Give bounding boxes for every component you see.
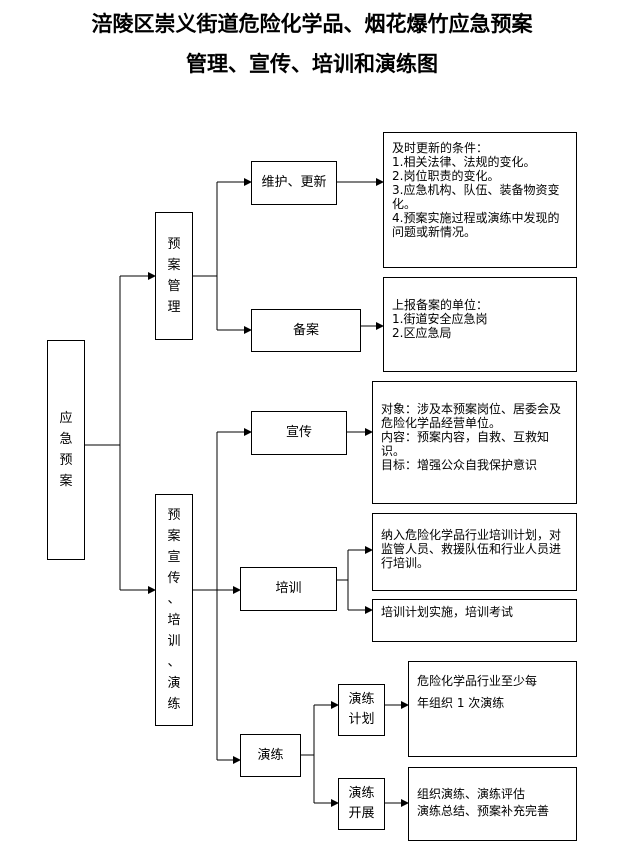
maintain-update-box: 维护、更新 <box>251 161 337 205</box>
publicity-label: 宣传 <box>285 425 312 440</box>
page-title-line2: 管理、宣传、培训和演练图 <box>186 51 438 76</box>
training-note-plan: 纳入危险化学品行业培训计划，对监管人员、救援队伍和行业人员进行培训。 <box>381 528 562 570</box>
publicity-note-audience: 对象：涉及本预案岗位、居委会及危险化学品经营单位。 <box>381 402 562 430</box>
publicity-training-drill-label: 预案宣传、培训、演练 <box>167 508 181 712</box>
drill-exec-note-line-1: 组织演练、演练评估 <box>417 787 526 801</box>
filing-note: 上报备案的单位： 1.街道安全应急岗 2.区应急局 <box>383 277 577 372</box>
publicity-note-content: 内容：预案内容，自救、互救知识。 <box>381 430 550 458</box>
publicity-training-drill-box: 预案宣传、培训、演练 <box>155 494 193 726</box>
maintain-note-line-2: 1.相关法律、法规的变化。 <box>392 155 536 169</box>
drill-exec-note: 组织演练、演练评估 演练总结、预案补充完善 <box>408 767 577 841</box>
filing-note-line-3: 2.区应急局 <box>392 326 452 340</box>
maintain-update-label: 维护、更新 <box>261 175 327 190</box>
management-box: 预案管理 <box>155 212 193 340</box>
drill-label: 演练 <box>257 747 284 763</box>
training-exam-note: 培训计划实施，培训考试 <box>372 599 577 642</box>
root-box: 应急预案 <box>47 340 85 560</box>
training-plan-note: 纳入危险化学品行业培训计划，对监管人员、救援队伍和行业人员进行培训。 <box>372 513 577 591</box>
filing-note-line-2: 1.街道安全应急岗 <box>392 312 488 326</box>
root-label: 应急预案 <box>59 411 73 489</box>
publicity-box: 宣传 <box>251 411 347 455</box>
drill-plan-note-line-2: 年组织 1 次演练 <box>417 696 505 710</box>
drill-plan-label: 演练计划 <box>348 692 375 727</box>
drill-box: 演练 <box>240 734 301 777</box>
drill-exec-label: 演练开展 <box>348 786 375 821</box>
training-label: 培训 <box>275 581 302 596</box>
training-box: 培训 <box>240 567 337 611</box>
drill-exec-note-line-2: 演练总结、预案补充完善 <box>417 804 550 818</box>
maintain-update-note: 及时更新的条件： 1.相关法律、法规的变化。 2.岗位职责的变化。 3.应急机构… <box>383 132 577 268</box>
page-title-line1: 涪陵区崇义街道危险化学品、烟花爆竹应急预案 <box>91 11 533 36</box>
maintain-note-line-4: 3.应急机构、队伍、装备物资变化。 <box>392 183 560 211</box>
maintain-note-line-5: 4.预案实施过程或演练中发现的问题或新情况。 <box>392 211 560 239</box>
filing-note-line-1: 上报备案的单位： <box>392 298 489 312</box>
drill-exec-box: 演练开展 <box>338 778 385 830</box>
filing-box: 备案 <box>251 309 361 352</box>
maintain-note-line-3: 2.岗位职责的变化。 <box>392 169 500 183</box>
training-note-exam: 培训计划实施，培训考试 <box>381 605 514 619</box>
maintain-note-line-1: 及时更新的条件： <box>392 141 489 155</box>
drill-plan-note-line-1: 危险化学品行业至少每 <box>417 674 538 688</box>
publicity-note: 对象：涉及本预案岗位、居委会及危险化学品经营单位。 内容：预案内容，自救、互救知… <box>372 381 577 504</box>
drill-plan-note: 危险化学品行业至少每 年组织 1 次演练 <box>408 661 577 757</box>
publicity-note-goal: 目标：增强公众自我保护意识 <box>381 458 538 472</box>
filing-label: 备案 <box>292 322 319 338</box>
management-label: 预案管理 <box>167 237 181 315</box>
drill-plan-box: 演练计划 <box>338 684 385 736</box>
